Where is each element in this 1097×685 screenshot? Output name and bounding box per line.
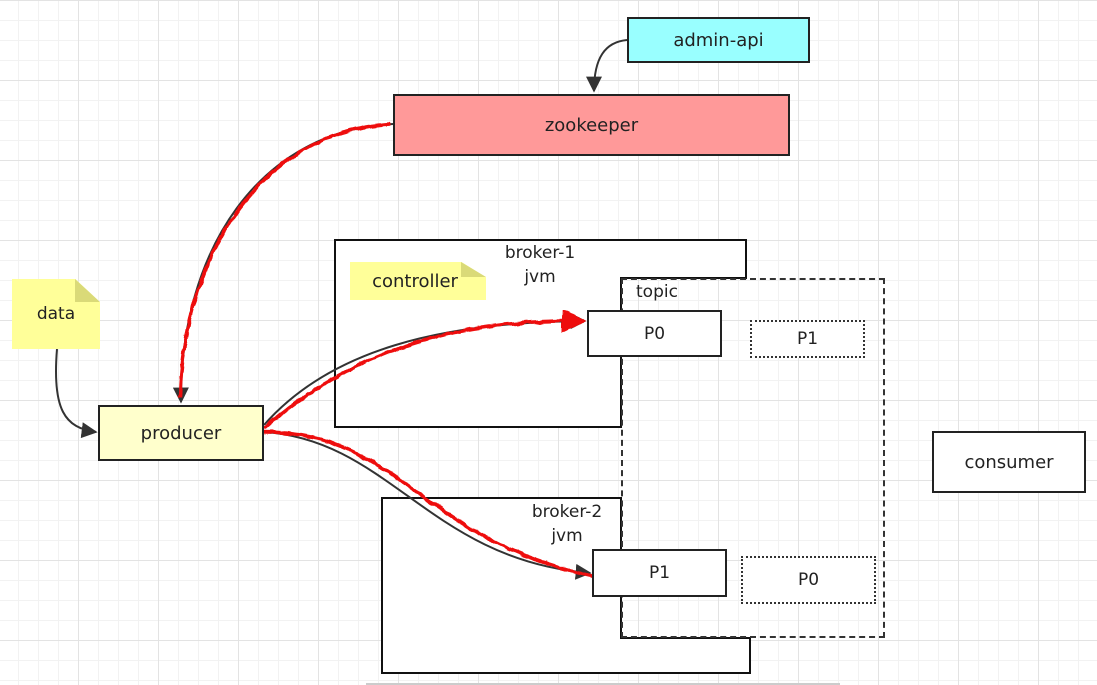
zookeeper-label: zookeeper	[544, 114, 639, 136]
broker-2-partition-p0-replica[interactable]: P0	[741, 556, 876, 604]
broker-2-runtime: jvm	[551, 526, 583, 546]
broker-1-runtime: jvm	[524, 267, 556, 287]
broker-1-partition-p0-leader[interactable]: P0	[587, 310, 722, 357]
data-to-producer-arrow	[55, 348, 98, 439]
producer-box[interactable]: producer	[98, 405, 264, 461]
data-note-label: data	[36, 304, 76, 324]
broker-2-name: broker-2	[531, 502, 603, 522]
partition-label: P0	[643, 323, 666, 344]
controller-note-fold-icon	[461, 262, 486, 277]
consumer-box[interactable]: consumer	[932, 431, 1086, 493]
data-note-fold-icon	[75, 279, 100, 302]
admin-api-label: admin-api	[673, 29, 764, 51]
consumer-label: consumer	[964, 451, 1054, 473]
broker-1-name: broker-1	[504, 243, 576, 263]
partition-label: P0	[797, 570, 820, 590]
partition-label: P1	[648, 563, 671, 583]
partition-label: P1	[796, 329, 819, 349]
broker-2-partition-p1-leader[interactable]: P1	[592, 549, 727, 597]
topic-container[interactable]	[621, 278, 885, 638]
producer-label: producer	[140, 422, 222, 444]
controller-note-label: controller	[372, 270, 458, 292]
topic-label: topic	[636, 282, 678, 302]
zookeeper-box[interactable]: zookeeper	[393, 94, 790, 156]
admin-api-box[interactable]: admin-api	[627, 17, 810, 63]
producer-to-broker-1-p0-highlight	[262, 308, 587, 430]
admin-api-to-zookeeper-arrow	[586, 39, 628, 93]
zookeeper-to-producer-highlight	[178, 122, 391, 399]
broker-1-partition-p1-replica[interactable]: P1	[750, 320, 865, 358]
producer-to-broker-1-p0-arrow	[263, 313, 587, 426]
